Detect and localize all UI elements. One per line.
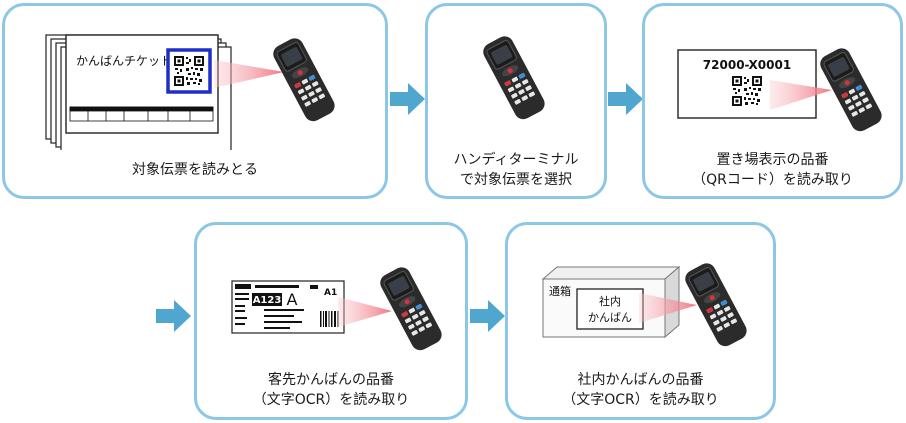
part-code-box [252,293,282,306]
returnable-box-top [541,266,681,280]
part-code: A123 [253,295,282,306]
step-select-on-terminal: ハンディターミナル で対象伝票を選択 [425,3,607,199]
card-line-1: 社内 [599,294,621,308]
flow-arrow-2 [608,83,643,115]
step-caption: 対象伝票を読みとる [132,162,258,178]
customer-kanban-illustration: A123 A A1 [231,263,446,354]
handheld-scanner-icon [269,34,339,125]
step-caption: 客先かんばんの品番 （文字OCR）を読み取り [252,372,410,408]
handheld-scanner-icon [376,263,446,354]
flow-arrow-1 [390,83,425,115]
terminal-illustration [479,32,549,123]
step-read-internal-kanban: 通箱 社内 かんばん 社内かんばんの品番 （文字OCR）を読み取り [505,222,776,420]
qr-code-icon [174,56,204,86]
card-line-2: かんばん [588,311,632,324]
label-letter: A [287,290,298,309]
step-read-location-qr: 72000-X0001 置き場表示の品番 （QRコード）を読み取り [642,3,903,199]
handheld-scanner-icon [479,32,549,123]
ticket-table [69,106,214,122]
location-code: 72000-X0001 [703,58,791,72]
scan-beam [214,60,284,88]
scan-beam [639,293,697,323]
internal-kanban-card [576,288,644,330]
scan-beam [338,297,392,327]
label-corner-code: A1 [324,288,337,298]
step-scan-ticket: かんばんチケット 対象伝票を読みとる [2,3,388,199]
step-caption: 社内かんばんの品番 （文字OCR）を読み取り [562,372,719,408]
ticket-scan-illustration: かんばんチケット [45,34,339,150]
step-caption: ハンディターミナル で対象伝票を選択 [453,152,579,188]
flow-arrow-4 [470,300,505,332]
qr-code-icon [732,76,762,106]
step-read-customer-kanban: A123 A A1 客先かんばんの品番 （文字OCR）を読み取り [194,222,468,420]
box-label: 通箱 [549,284,571,298]
scan-beam [770,80,832,110]
location-qr-illustration: 72000-X0001 [677,44,886,135]
step-caption: 置き場表示の品番 （QRコード）を読み取り [692,152,853,188]
internal-kanban-illustration: 通箱 社内 かんばん [541,259,751,350]
flow-arrow-3 [156,300,191,332]
ticket-title: かんばんチケット [76,54,172,68]
